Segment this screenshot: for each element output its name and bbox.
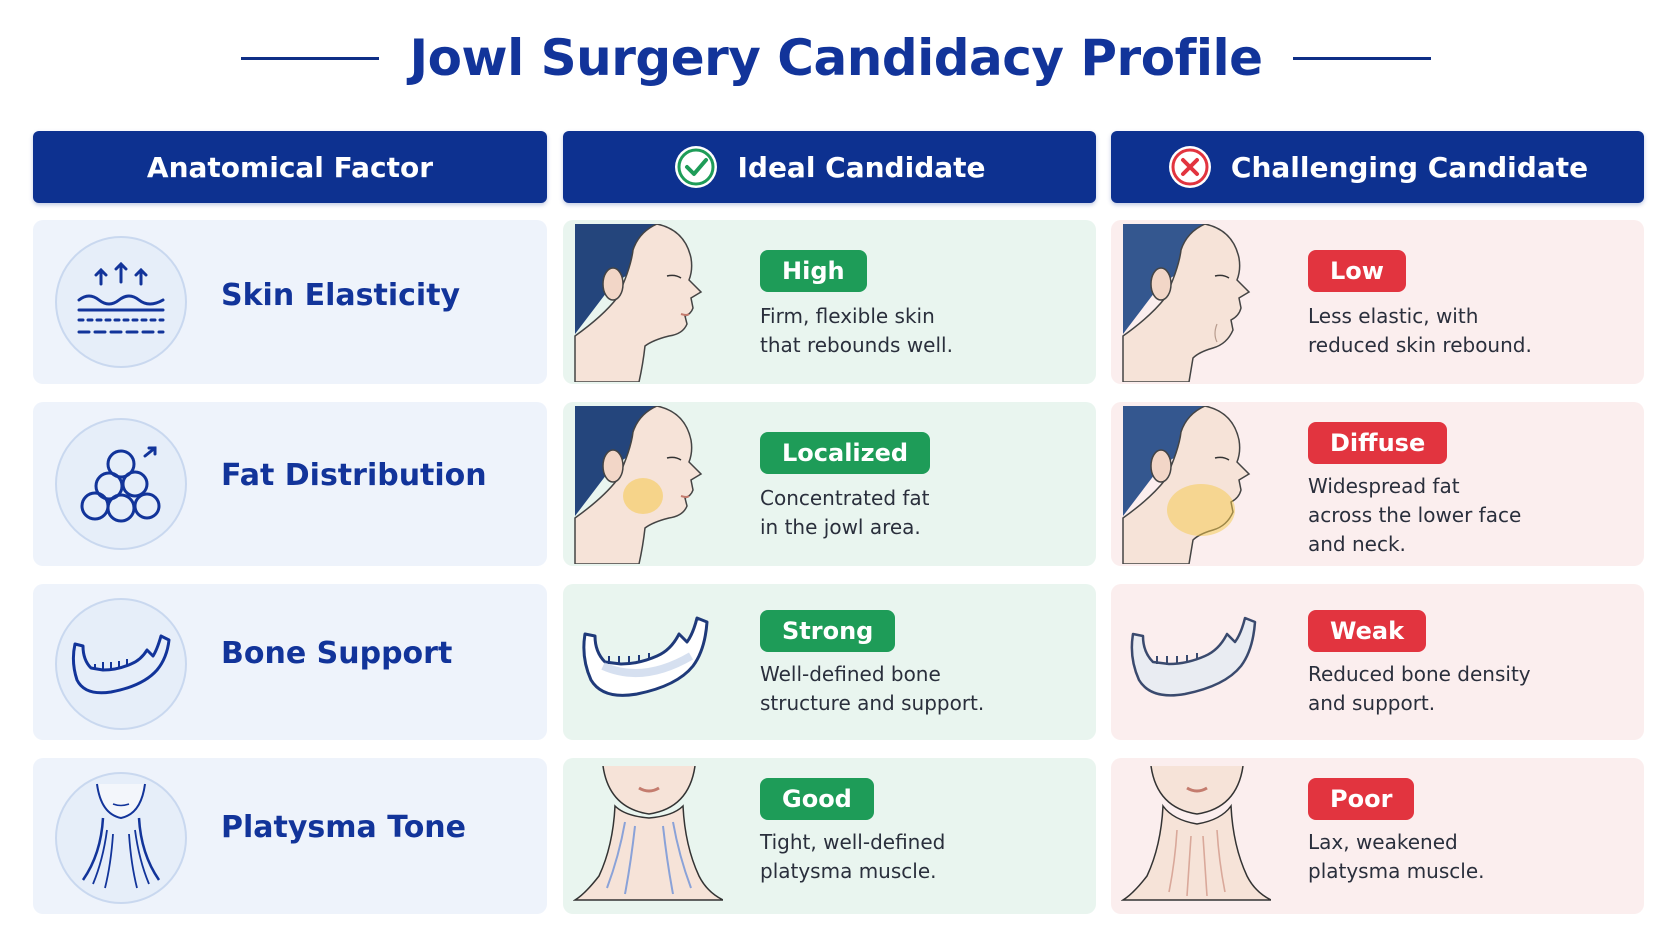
status-badge: Localized xyxy=(760,432,931,474)
row-skin-elasticity-ideal: High Firm, flexible skin that rebounds w… xyxy=(563,220,1096,384)
title-rule-right xyxy=(1292,56,1431,60)
status-badge: Good xyxy=(760,778,874,820)
skin-layers-icon xyxy=(55,236,187,368)
header-ideal-label: Ideal Candidate xyxy=(737,150,986,184)
lax-neck-illustration xyxy=(1121,766,1271,901)
fat-cells-icon xyxy=(55,418,187,550)
factor-label: Bone Support xyxy=(221,636,453,671)
row-platysma-tone-ideal: Good Tight, well-defined platysma muscle… xyxy=(563,758,1096,914)
description-text: Lax, weakened platysma muscle. xyxy=(1308,830,1485,883)
status-badge: Weak xyxy=(1308,610,1427,652)
status-badge: Poor xyxy=(1308,778,1415,820)
row-fat-distribution-challenging: Diffuse Widespread fat across the lower … xyxy=(1111,402,1644,566)
description-text: Well-defined bone structure and support. xyxy=(760,662,985,715)
factor-label: Fat Distribution xyxy=(221,458,487,493)
face-profile-localized-fat-illustration xyxy=(574,406,703,564)
header-challenging-label: Challenging Candidate xyxy=(1230,150,1589,184)
title-rule-left xyxy=(241,56,380,60)
face-profile-diffuse-fat-illustration xyxy=(1122,406,1251,564)
toned-neck-illustration xyxy=(573,766,723,901)
row-bone-support-factor: Bone Support xyxy=(33,584,547,740)
header-challenging-candidate: Challenging Candidate xyxy=(1111,131,1644,203)
page-title: Jowl Surgery Candidacy Profile xyxy=(409,29,1263,87)
row-skin-elasticity-factor: Skin Elasticity xyxy=(33,220,547,384)
face-profile-illustration xyxy=(574,224,703,382)
description-text: Tight, well-defined platysma muscle. xyxy=(760,830,946,883)
status-badge: High xyxy=(760,250,867,292)
aging-face-profile-illustration xyxy=(1122,224,1251,382)
row-skin-elasticity-challenging: Low Less elastic, with reduced skin rebo… xyxy=(1111,220,1644,384)
row-bone-support-ideal: Strong Well-defined bone structure and s… xyxy=(563,584,1096,740)
description-text: Widespread fat across the lower face and… xyxy=(1308,474,1522,556)
row-platysma-tone-challenging: Poor Lax, weakened platysma muscle. xyxy=(1111,758,1644,914)
row-fat-distribution-factor: Fat Distribution xyxy=(33,402,547,566)
factor-label: Skin Elasticity xyxy=(221,278,461,313)
description-text: Concentrated fat in the jowl area. xyxy=(760,486,930,539)
description-text: Reduced bone density and support. xyxy=(1308,662,1531,715)
strong-jawbone-illustration xyxy=(582,616,709,697)
title-bar: Jowl Surgery Candidacy Profile xyxy=(0,18,1672,98)
neck-muscle-icon xyxy=(55,772,187,904)
jawbone-icon xyxy=(55,598,187,730)
factor-label: Platysma Tone xyxy=(221,810,467,845)
weak-jawbone-illustration xyxy=(1130,616,1257,697)
row-bone-support-challenging: Weak Reduced bone density and support. xyxy=(1111,584,1644,740)
x-circle-icon xyxy=(1168,146,1211,188)
status-badge: Low xyxy=(1308,250,1406,292)
header-anatomical-factor: Anatomical Factor xyxy=(33,131,547,203)
description-text: Less elastic, with reduced skin rebound. xyxy=(1308,304,1532,357)
row-platysma-tone-factor: Platysma Tone xyxy=(33,758,547,914)
row-fat-distribution-ideal: Localized Concentrated fat in the jowl a… xyxy=(563,402,1096,566)
header-ideal-candidate: Ideal Candidate xyxy=(563,131,1096,203)
header-factor-label: Anatomical Factor xyxy=(146,150,434,184)
description-text: Firm, flexible skin that rebounds well. xyxy=(760,304,953,357)
check-circle-icon xyxy=(675,146,718,188)
status-badge: Strong xyxy=(760,610,896,652)
status-badge: Diffuse xyxy=(1308,422,1448,464)
